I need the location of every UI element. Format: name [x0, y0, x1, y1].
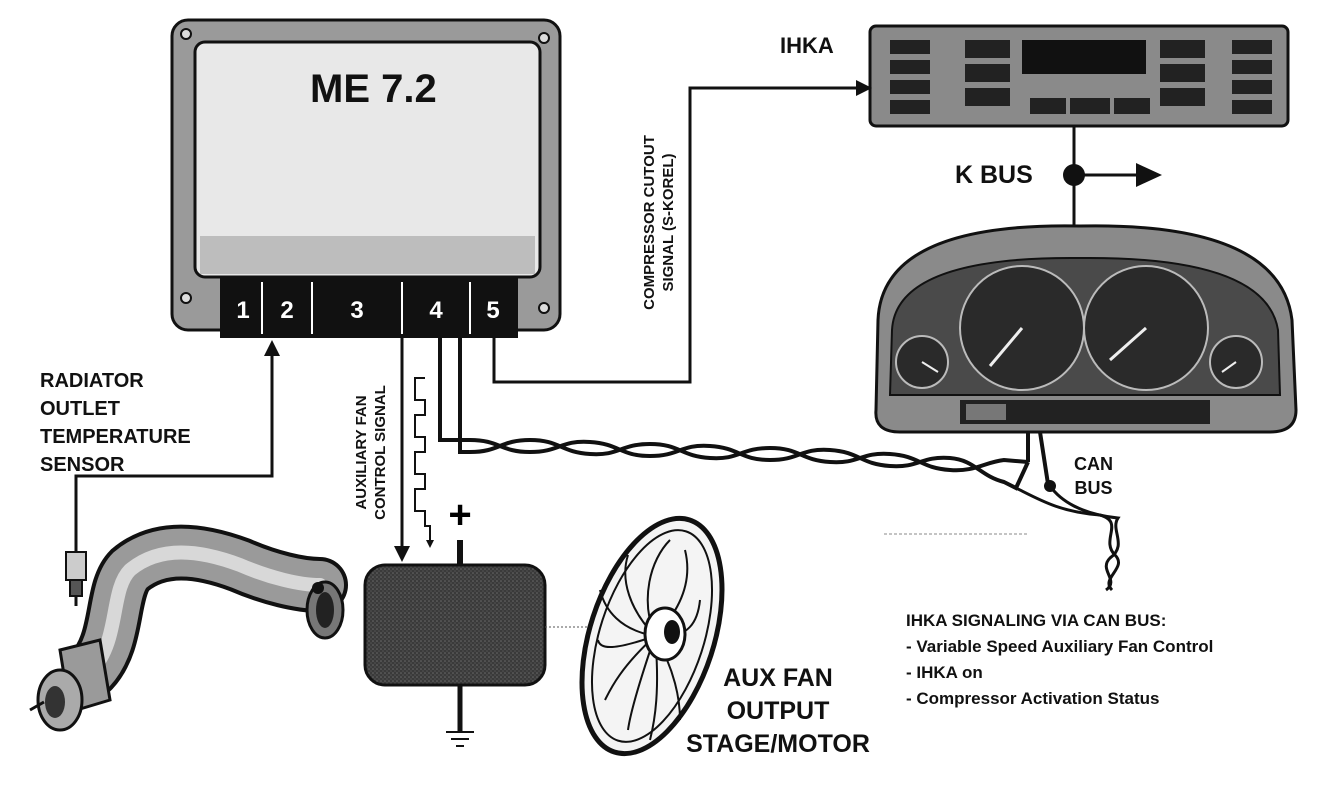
screw-icon [180, 28, 192, 40]
compressor-label-line: SIGNAL (S-KOREL) [660, 153, 677, 292]
arrow-down-icon [426, 540, 434, 548]
compressor-signal-wire [492, 80, 872, 384]
k-bus-connection [1063, 126, 1162, 232]
can-bus-label-line: CAN [1074, 454, 1113, 474]
screw-icon [538, 302, 550, 314]
can-bus-label-line: BUS [1074, 478, 1113, 498]
terminal-3: 3 [350, 297, 363, 324]
sensor-label: RADIATOR OUTLET TEMPERATURE SENSOR [40, 367, 191, 479]
arrow-down-icon [394, 546, 410, 562]
ihka-signal-item: - Compressor Activation Status [906, 689, 1160, 708]
ihka-panel [868, 24, 1290, 128]
aux-fan-signal-wire [394, 338, 434, 562]
aux-fan-label: AUX FAN OUTPUT STAGE/MOTOR [668, 662, 888, 761]
screw-icon [538, 32, 550, 44]
terminal-5: 5 [486, 297, 499, 324]
radiator-hose [29, 524, 348, 732]
arrow-right-icon [1136, 163, 1162, 187]
aux-fan-motor [579, 515, 725, 757]
arrow-right-icon [856, 80, 872, 96]
ecu-module [170, 18, 562, 332]
ground-connection [446, 682, 474, 747]
compressor-label-line: COMPRESSOR CUTOUT [641, 135, 658, 310]
aux-fan-control-signal-label: AUXILIARY FAN CONTROL SIGNAL [352, 360, 390, 545]
aux-fan-output-stage [363, 563, 547, 687]
k-bus-label: K BUS [955, 161, 1033, 189]
ecu-title: ME 7.2 [310, 67, 437, 111]
can-bus-label: CAN BUS [1074, 452, 1113, 500]
ecu-connector: 1 2 3 4 5 [220, 276, 518, 338]
terminal-2: 2 [280, 297, 293, 324]
aux-fan-label-line: STAGE/MOTOR [686, 730, 870, 758]
ihka-signals-list: IHKA SIGNALING VIA CAN BUS: - Variable S… [906, 608, 1213, 712]
pwm-waveform [414, 377, 431, 540]
screw-icon [180, 292, 192, 304]
aux-signal-label-line: AUXILIARY FAN [353, 395, 370, 510]
ihka-signal-item: - IHKA on [906, 663, 983, 682]
terminal-4: 4 [429, 297, 443, 324]
terminal-1: 1 [236, 297, 249, 324]
sensor-signal-wire [74, 340, 280, 545]
can-bus-twisted-pair [438, 338, 1121, 592]
compressor-cutout-label: COMPRESSOR CUTOUT SIGNAL (S-KOREL) [640, 100, 678, 345]
aux-fan-label-line: AUX FAN [723, 664, 833, 692]
ihka-signal-item: - Variable Speed Auxiliary Fan Control [906, 637, 1214, 656]
ihka-signals-title: IHKA SIGNALING VIA CAN BUS: [906, 611, 1167, 630]
sensor-label-line: SENSOR [40, 454, 125, 476]
arrow-up-icon [264, 340, 280, 356]
aux-signal-label-line: CONTROL SIGNAL [372, 385, 389, 520]
sensor-label-line: RADIATOR [40, 370, 144, 392]
plus-symbol: + [448, 493, 471, 537]
sensor-label-line: TEMPERATURE [40, 426, 191, 448]
power-supply: + [448, 493, 472, 566]
temperature-sensor [65, 545, 87, 606]
ihka-label: IHKA [780, 33, 834, 58]
aux-fan-label-line: OUTPUT [726, 697, 830, 725]
sensor-label-line: OUTLET [40, 398, 120, 420]
instrument-cluster [874, 224, 1298, 434]
